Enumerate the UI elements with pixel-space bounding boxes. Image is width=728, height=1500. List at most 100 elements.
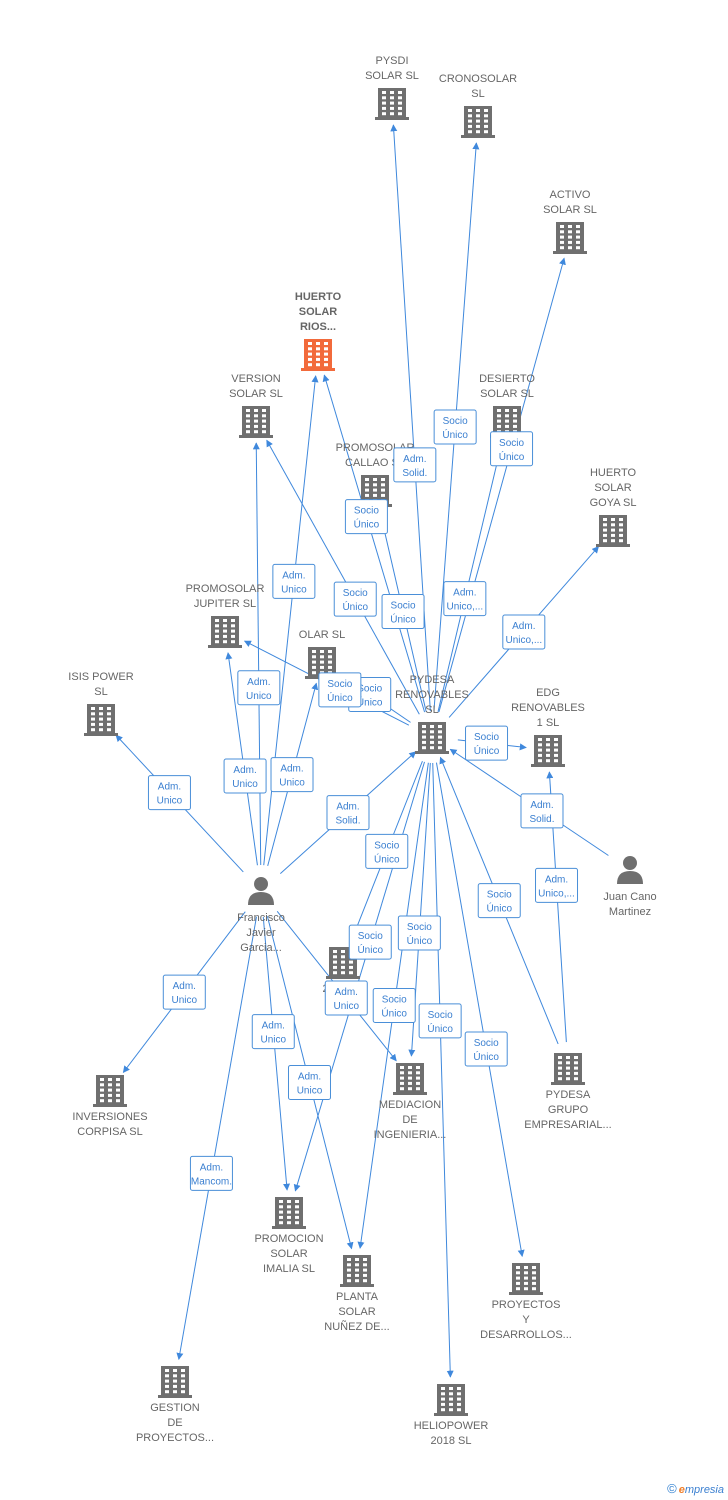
edge-line [176,916,257,1361]
relation-label[interactable]: Adm. Unico [251,1014,295,1050]
relation-label[interactable]: Adm.Solid. [520,793,564,829]
edge-line [262,916,291,1191]
node-label: Francisco [237,912,285,924]
building-icon [551,1053,585,1085]
relation-label[interactable]: Adm.Unico [147,775,191,811]
relation-label-text: Socio [358,931,383,942]
relation-label[interactable]: Adm.Mancom. [189,1155,233,1191]
building-icon [239,406,273,438]
relation-label[interactable]: Adm.Unico,... [535,867,579,903]
relation-label[interactable]: Adm.Unico [237,670,281,706]
node-huerto-rios[interactable]: HUERTOSOLARRIOS... [295,291,342,371]
brand-logo: empresia [678,1484,724,1496]
relation-label[interactable]: Adm.Unico [287,1064,331,1100]
relation-label[interactable]: Adm.Unico [162,974,206,1010]
relation-label-text: Único [474,744,500,757]
relation-label-text: Solid. [529,814,554,825]
node-gestion[interactable]: GESTIONDEPROYECTOS... [136,1366,214,1444]
relation-label-text: Socio [474,1038,499,1049]
node-proyectos-des[interactable]: PROYECTOSYDESARROLLOS... [480,1263,572,1341]
relation-label-text: Socio [443,416,468,427]
person-icon [617,856,643,884]
relation-label-text: Adm. [158,782,181,793]
node-label: Garcia... [240,942,282,954]
node-olar[interactable]: OLAR SL [299,629,345,679]
node-mediacion[interactable]: MEDIACIONDEINGENIERIA... [374,1063,447,1141]
node-label: HELIOPOWER [414,1420,489,1432]
building-icon [84,704,118,736]
node-inversiones[interactable]: INVERSIONES CORPISA SL [72,1075,148,1138]
building-icon [375,88,409,120]
relation-label-text: Único [427,1022,453,1035]
node-pydesa-grupo[interactable]: PYDESAGRUPOEMPRESARIAL... [524,1053,612,1131]
relation-label-text: Único [499,450,525,463]
footer-brand[interactable]: ©empresia [667,1481,724,1496]
relation-label[interactable]: Adm.Solid. [393,447,437,483]
node-label: CORPISA SL [77,1126,142,1138]
node-francisco[interactable]: FranciscoJavierGarcia... [237,877,285,954]
node-label: PYSDI [375,55,408,67]
node-label: DESIERTO [479,373,535,385]
copyright-icon: © [667,1481,677,1496]
edge-line [438,257,566,713]
node-label: SOLAR [299,306,338,318]
relation-label-text: Adm. [298,1071,321,1082]
node-label: VERSION [231,373,281,385]
relation-label-text: Adm. [233,765,256,776]
relation-label[interactable]: Adm.Solid. [326,795,370,831]
relation-label-text: Unico [279,778,305,789]
relation-label-text: Unico [260,1035,286,1046]
node-label: OLAR SL [299,629,345,641]
relation-label[interactable]: Adm.Unico [270,757,314,793]
node-label: 1 SL [537,717,560,729]
relation-label[interactable]: Adm.Unico,... [502,614,546,650]
node-label: SOLAR SL [365,70,419,82]
node-label: INVERSIONES [72,1111,147,1123]
node-label: SL [425,704,438,716]
node-label: SOLAR [338,1306,375,1318]
node-label: Y [522,1314,530,1326]
relation-label-text: Único [357,943,383,956]
relation-label-text: Socio [499,438,524,449]
relation-label[interactable]: Adm.Unico,... [443,581,487,617]
node-label: DESARROLLOS... [480,1329,572,1341]
edge-line [322,374,426,713]
node-pysdi[interactable]: PYSDI SOLAR SL [365,55,419,120]
node-label: RENOVABLES [511,702,585,714]
relation-label-text: Unico [232,779,258,790]
node-label: Javier [246,927,276,939]
relation-label-text: Adm. [262,1021,285,1032]
relation-label[interactable]: Adm.Unico [324,980,368,1016]
relation-label[interactable]: Adm. Unico [223,758,267,794]
relation-label[interactable]: Adm.Unico [272,563,316,599]
